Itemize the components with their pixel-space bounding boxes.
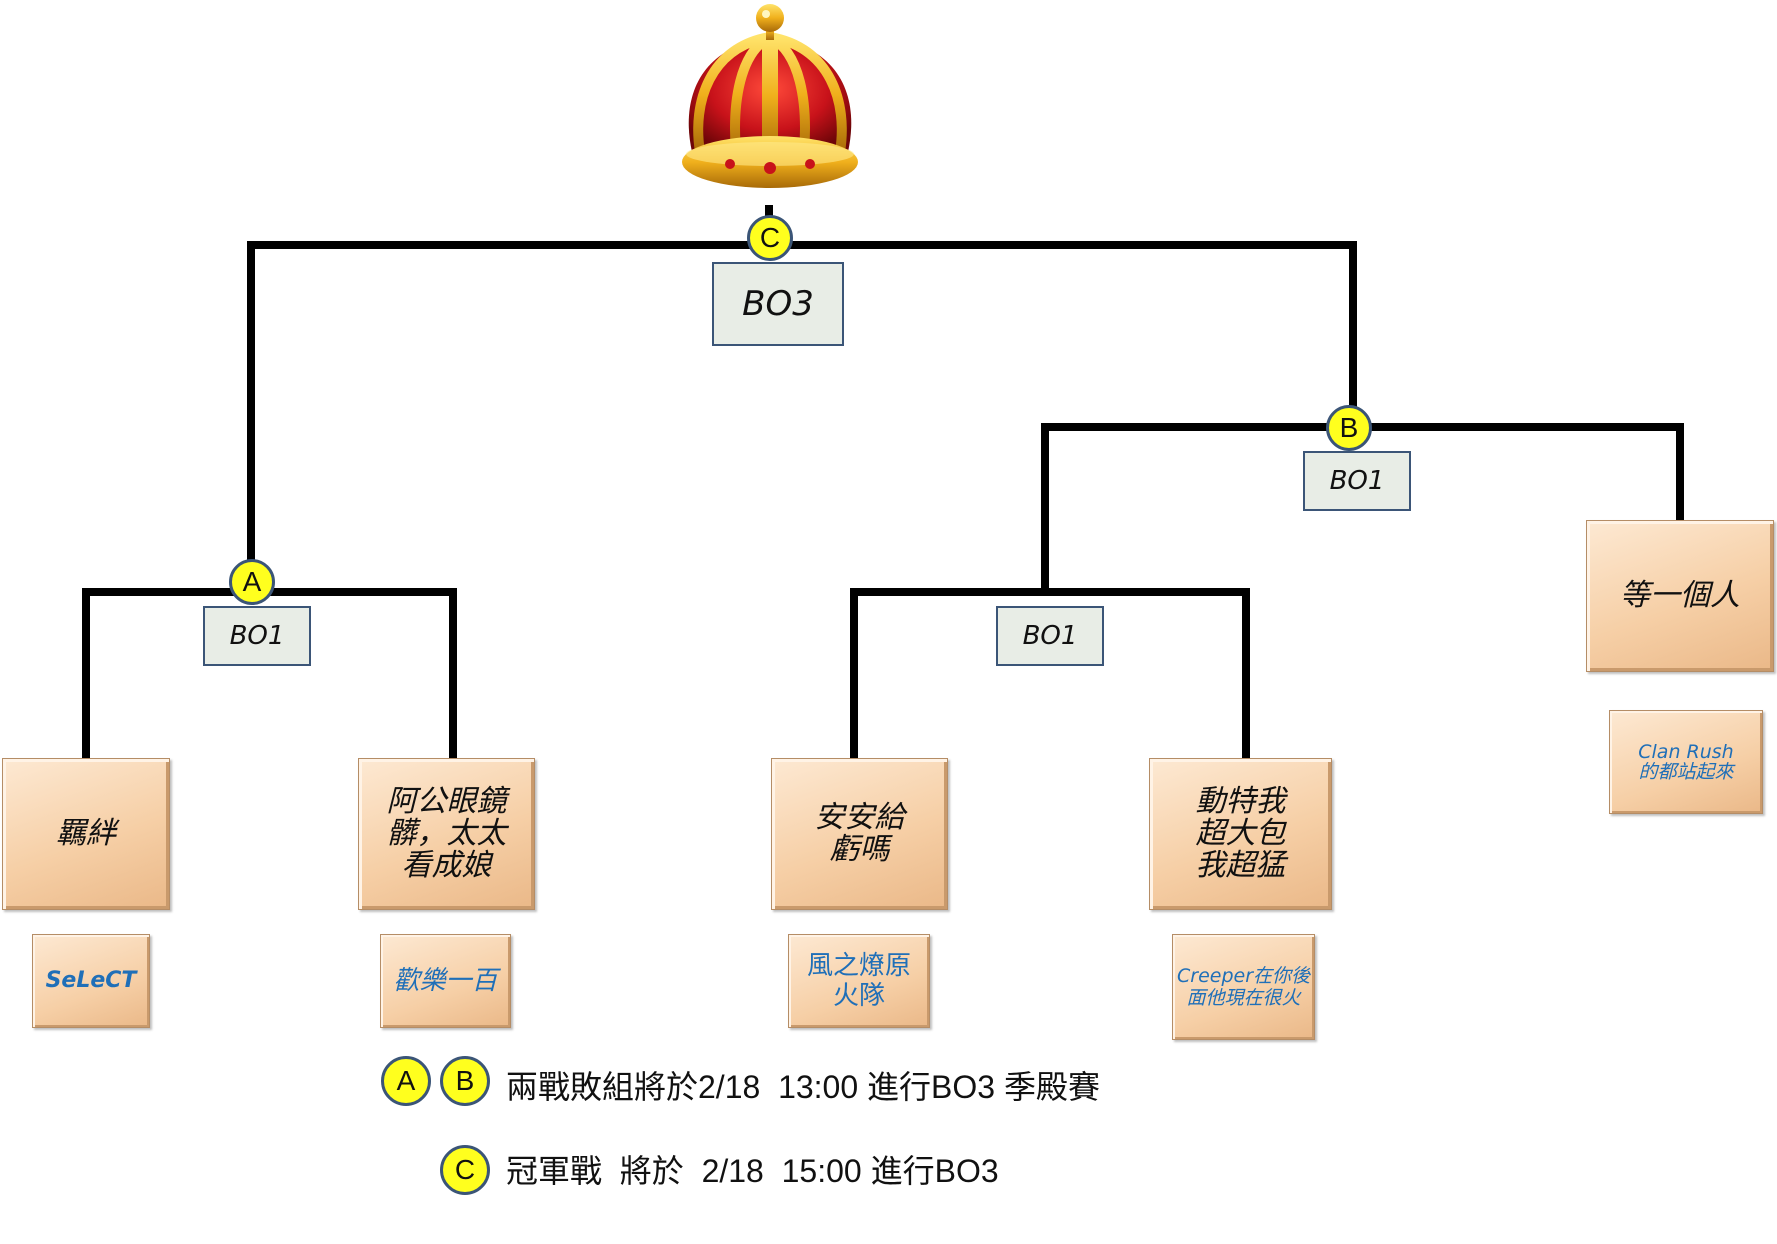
- team-box-3: 安安給 虧嗎: [771, 758, 948, 910]
- semifinal-a-right-line: [449, 588, 457, 758]
- clan-box-4: Creeper在你後 面他現在很火: [1172, 934, 1315, 1040]
- crown-icon: [682, 4, 858, 188]
- legend-text-consolation: 兩戰敗組將於2/18 13:00 進行BO3 季殿賽: [506, 1069, 1100, 1105]
- legend-badge-c: C: [440, 1145, 490, 1195]
- team-box-5: 等一個人: [1586, 520, 1774, 672]
- final-connector-line: [247, 241, 1357, 249]
- semifinal-b-badge: B: [1326, 405, 1372, 451]
- semifinal-b-left-line: [1041, 423, 1049, 593]
- legend-badge-b: B: [440, 1056, 490, 1106]
- team-box-4: 動特我 超大包 我超猛: [1149, 758, 1332, 910]
- clan-box-5: Clan Rush 的都站起來: [1609, 710, 1763, 814]
- semifinal-b-format-box: BO1: [1303, 451, 1411, 511]
- team-box-2: 阿公眼鏡 髒，太太 看成娘: [358, 758, 535, 910]
- semifinal-a-left-line: [82, 588, 90, 758]
- final-format-box: BO3: [712, 262, 844, 346]
- left-branch-line: [247, 241, 255, 594]
- clan-box-3: 風之燎原 火隊: [788, 934, 930, 1028]
- legend-text-final: 冠軍戰 將於 2/18 15:00 進行BO3: [506, 1153, 999, 1189]
- semifinal-a-format-box: BO1: [203, 606, 311, 666]
- quarterfinal-left-line: [850, 588, 858, 758]
- quarterfinal-right-line: [1242, 588, 1250, 758]
- quarterfinal-connector-line: [850, 588, 1250, 596]
- legend-badge-a: A: [381, 1056, 431, 1106]
- clan-box-2: 歡樂一百: [380, 934, 511, 1028]
- quarterfinal-format-box: BO1: [996, 606, 1104, 666]
- semifinal-b-right-line: [1676, 423, 1684, 523]
- team-box-1: 羈絆: [2, 758, 170, 910]
- semifinal-a-badge: A: [229, 559, 275, 605]
- clan-box-1: SeLeCT: [32, 934, 150, 1028]
- final-badge: C: [747, 215, 793, 261]
- right-branch-line: [1349, 241, 1357, 431]
